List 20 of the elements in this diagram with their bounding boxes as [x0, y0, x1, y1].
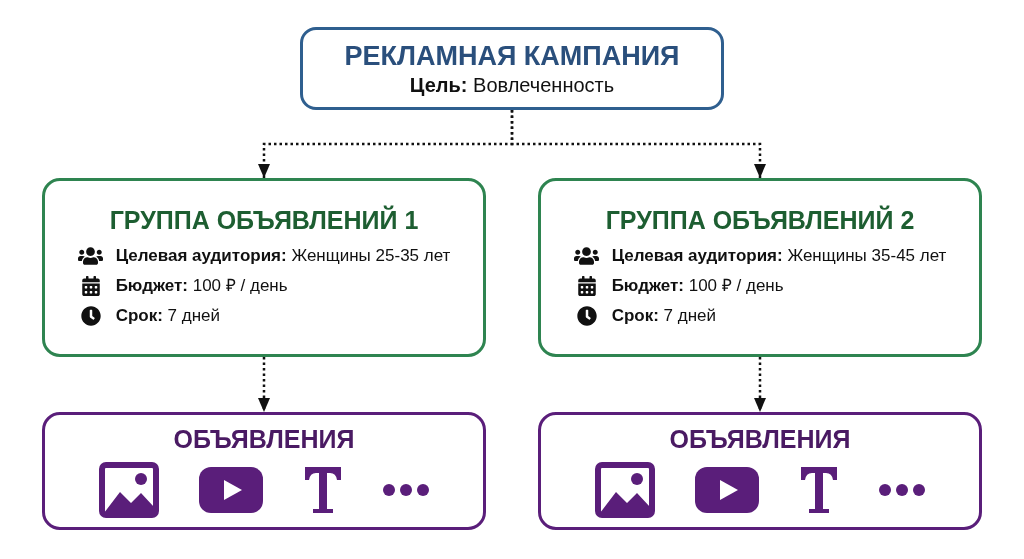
dotted-arrow	[510, 110, 766, 178]
dotted-arrow	[754, 357, 766, 412]
detail-text: Целевая аудитория: Женщины 35-45 лет	[611, 244, 947, 267]
ads-box	[538, 412, 982, 530]
goal-text: Цель: Вовлеченность	[409, 72, 615, 98]
ad-group-box	[42, 178, 486, 357]
group-title: ГРУППА ОБЪЯВЛЕНИЙ 2	[605, 204, 915, 235]
dotted-arrow	[258, 357, 270, 412]
detail-text: Целевая аудитория: Женщины 25-35 лет	[115, 244, 451, 267]
ads-title: ОБЪЯВЛЕНИЯ	[669, 424, 851, 454]
campaign-box	[300, 27, 724, 110]
detail-text: Бюджет: 100 ₽ / день	[115, 274, 288, 297]
ads-title: ОБЪЯВЛЕНИЯ	[173, 424, 355, 454]
detail-text: Бюджет: 100 ₽ / день	[611, 274, 784, 297]
detail-text: Срок: 7 дней	[115, 304, 220, 327]
group-title: ГРУППА ОБЪЯВЛЕНИЙ 1	[109, 204, 419, 235]
ad-group-box	[538, 178, 982, 357]
campaign-title: РЕКЛАМНАЯ КАМПАНИЯ	[344, 39, 680, 72]
detail-text: Срок: 7 дней	[611, 304, 716, 327]
ads-box	[42, 412, 486, 530]
